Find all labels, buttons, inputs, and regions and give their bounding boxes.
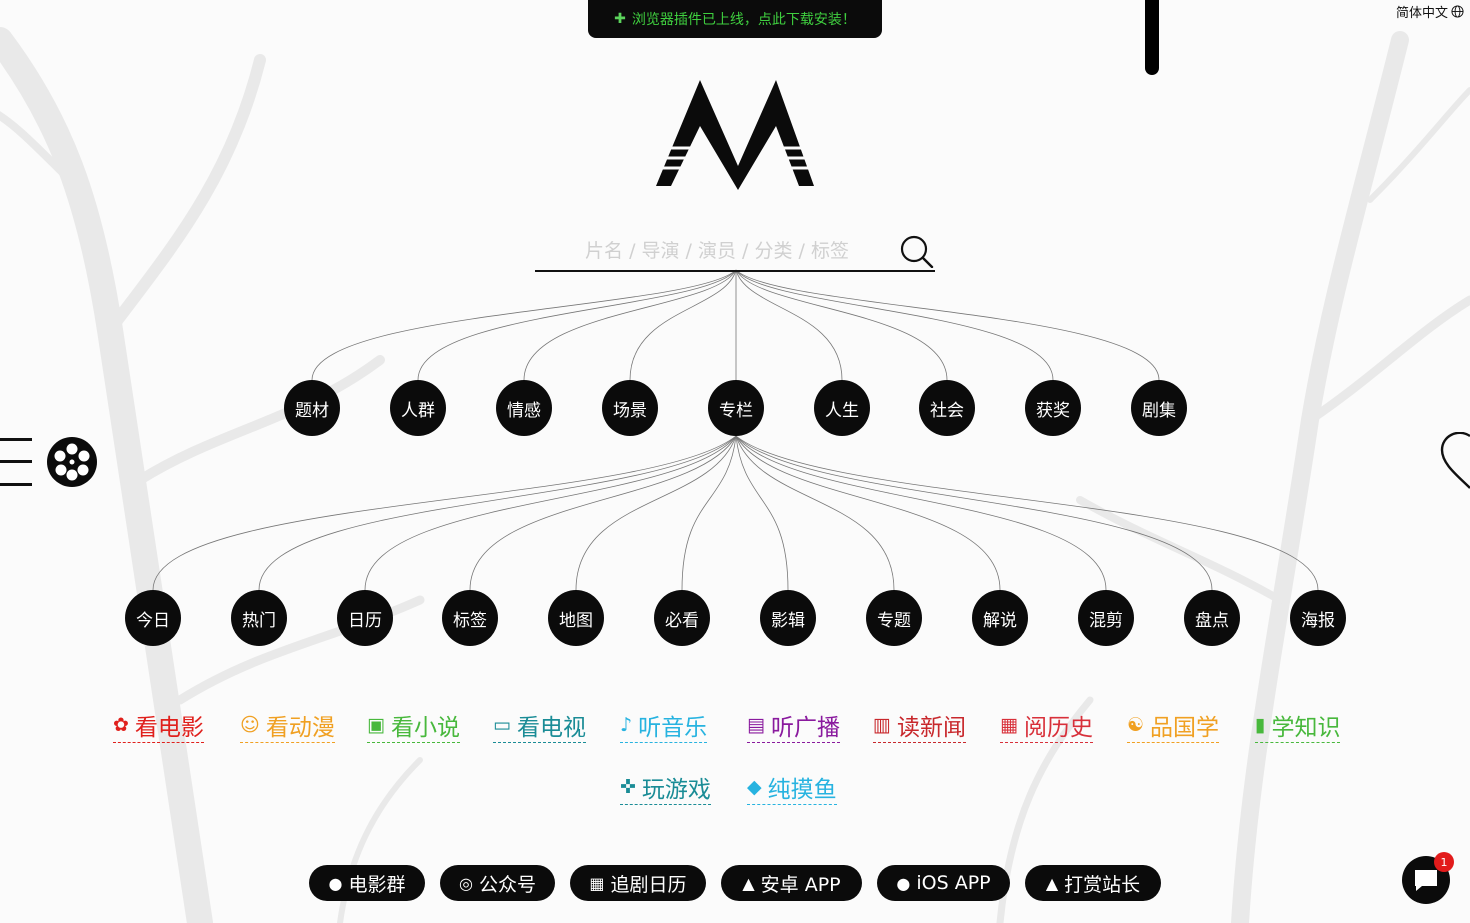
chat-button[interactable] — [1402, 856, 1450, 904]
site-link[interactable]: ✜玩游戏 — [620, 770, 711, 805]
site-link[interactable]: ▮学知识 — [1255, 708, 1341, 743]
anime-icon: ☺ — [240, 714, 260, 736]
pill-label: 追剧日历 — [610, 873, 687, 896]
site-link-label: 看动漫 — [265, 715, 335, 741]
newspaper-icon: ▥ — [873, 714, 891, 736]
subcategory-node[interactable]: 海报 — [1290, 590, 1346, 646]
site-link-label: 纯摸鱼 — [767, 777, 837, 803]
android-icon: ▲ — [742, 873, 755, 893]
site-link[interactable]: ▣看小说 — [367, 708, 460, 743]
language-switch[interactable]: 简体中文 — [1396, 2, 1464, 21]
site-link[interactable]: ▥读新闻 — [873, 708, 966, 743]
subcategory-node[interactable]: 专题 — [866, 590, 922, 646]
music-icon: ♪ — [620, 714, 633, 736]
site-link[interactable]: ☺看动漫 — [240, 708, 335, 743]
plugin-banner[interactable]: ✚ 浏览器插件已上线，点此下载安装！ — [588, 0, 882, 38]
subcategory-node[interactable]: 标签 — [442, 590, 498, 646]
category-node[interactable]: 人群 — [390, 380, 446, 436]
site-link-label: 学知识 — [1271, 715, 1341, 741]
search-bar — [535, 230, 935, 272]
history-book-icon: ▦ — [1000, 714, 1018, 736]
category-node[interactable]: 获奖 — [1025, 380, 1081, 436]
globe-icon — [1451, 5, 1464, 18]
apple-icon: ● — [896, 873, 911, 893]
plugin-banner-text: 浏览器插件已上线，点此下载安装！ — [631, 12, 856, 28]
subcategory-node[interactable]: 必看 — [654, 590, 710, 646]
site-link-label: 看小说 — [390, 715, 460, 741]
pill-button[interactable]: ▲安卓 APP — [721, 865, 862, 901]
site-link-label: 听广播 — [770, 715, 840, 741]
category-node[interactable]: 场景 — [602, 380, 658, 436]
pill-button[interactable]: ●iOS APP — [877, 865, 1010, 901]
pill-label: 打赏站长 — [1064, 873, 1141, 896]
chat-icon — [1415, 870, 1437, 891]
category-node[interactable]: 社会 — [919, 380, 975, 436]
subcategory-node[interactable]: 地图 — [548, 590, 604, 646]
radio-icon: ▤ — [747, 714, 765, 736]
thumbs-up-icon: ▲ — [1045, 873, 1059, 893]
pill-button[interactable]: ◎公众号 — [440, 865, 555, 901]
site-link[interactable]: ♪听音乐 — [620, 708, 708, 743]
pill-button[interactable]: ▲打赏站长 — [1025, 865, 1161, 901]
site-link-label: 听音乐 — [638, 715, 708, 741]
pill-label: iOS APP — [916, 872, 991, 894]
site-link-label: 玩游戏 — [641, 777, 711, 803]
group-icon: ● — [328, 873, 343, 893]
site-link[interactable]: ▭看电视 — [493, 708, 586, 743]
film-reel-icon[interactable] — [46, 436, 98, 488]
books-icon: ▮ — [1255, 714, 1266, 736]
category-node[interactable]: 专栏 — [708, 380, 764, 436]
site-link-label: 读新闻 — [896, 715, 966, 741]
film-reel-icon: ✿ — [113, 714, 129, 736]
subcategory-node[interactable]: 混剪 — [1078, 590, 1134, 646]
subcategory-node[interactable]: 热门 — [231, 590, 287, 646]
favorite-icon[interactable] — [1438, 432, 1470, 490]
site-link[interactable]: ▦阅历史 — [1000, 708, 1093, 743]
language-label: 简体中文 — [1395, 6, 1448, 21]
subcategory-node[interactable]: 盘点 — [1184, 590, 1240, 646]
search-input[interactable] — [535, 234, 899, 268]
pill-button[interactable]: ▦追剧日历 — [570, 865, 706, 901]
search-icon[interactable] — [899, 234, 935, 268]
wechat-icon: ◎ — [459, 873, 473, 893]
site-link-label: 阅历史 — [1023, 715, 1093, 741]
yinyang-icon: ☯ — [1127, 714, 1145, 736]
category-node[interactable]: 人生 — [814, 380, 870, 436]
category-node[interactable]: 情感 — [496, 380, 552, 436]
subcategory-node[interactable]: 解说 — [972, 590, 1028, 646]
site-link-label: 看电视 — [516, 715, 586, 741]
chat-unread-badge: 1 — [1434, 852, 1454, 872]
book-icon: ▣ — [367, 714, 385, 736]
site-logo — [654, 80, 816, 190]
fish-icon: ◆ — [747, 776, 762, 798]
calendar-icon: ▦ — [589, 873, 605, 893]
pill-label: 安卓 APP — [760, 873, 841, 896]
gamepad-icon: ✜ — [620, 776, 636, 798]
site-link[interactable]: ✿看电影 — [113, 708, 204, 743]
category-node[interactable]: 题材 — [284, 380, 340, 436]
site-link[interactable]: ▤听广播 — [747, 708, 840, 743]
site-link-label: 看电影 — [134, 715, 204, 741]
pill-label: 公众号 — [478, 873, 536, 896]
category-node[interactable]: 剧集 — [1131, 380, 1187, 436]
subcategory-node[interactable]: 日历 — [337, 590, 393, 646]
pull-handle[interactable] — [1145, 0, 1159, 75]
subcategory-node[interactable]: 今日 — [125, 590, 181, 646]
site-link[interactable]: ◆纯摸鱼 — [747, 770, 837, 805]
subcategory-node[interactable]: 影辑 — [760, 590, 816, 646]
pill-button[interactable]: ●电影群 — [309, 865, 425, 901]
menu-icon[interactable] — [0, 436, 34, 488]
site-link[interactable]: ☯品国学 — [1127, 708, 1220, 743]
site-link-label: 品国学 — [1150, 715, 1220, 741]
pill-label: 电影群 — [348, 873, 406, 896]
tv-icon: ▭ — [493, 714, 511, 736]
puzzle-icon: ✚ — [614, 11, 626, 27]
